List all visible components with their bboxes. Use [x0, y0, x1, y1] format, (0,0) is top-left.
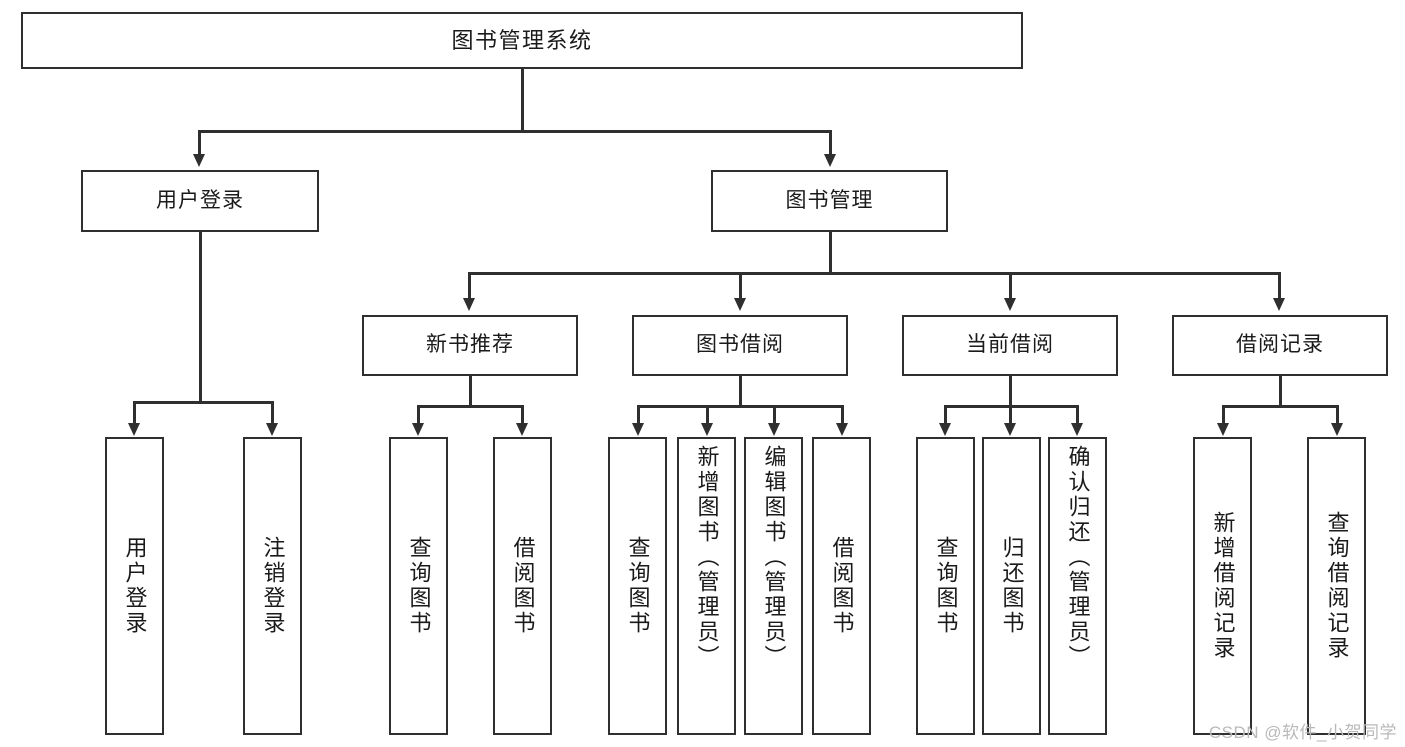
connector-bm-to-borrow-record — [1278, 272, 1281, 300]
connector-nb-to-leaf-1 — [417, 405, 420, 425]
arrow-bm-to-current-borrow — [1004, 298, 1016, 311]
connector-br-to-leaf-1 — [1222, 405, 1225, 425]
connector-book-borrow-bus — [637, 405, 843, 408]
connector-new-book-stem — [469, 376, 472, 406]
arrow-nb-to-leaf-2 — [516, 423, 528, 436]
node-label: 用户登录 — [156, 188, 244, 212]
leaf-borrow-record-add-record[interactable]: 新增借阅记录 — [1193, 437, 1252, 735]
leaf-book-borrow-add-book-admin[interactable]: 新增图书（管理员） — [677, 437, 736, 735]
arrow-bb-to-leaf-1 — [632, 423, 644, 436]
connector-cb-to-leaf-2 — [1009, 405, 1012, 425]
arrow-bb-to-leaf-2 — [701, 423, 713, 436]
leaf-book-borrow-borrow-book[interactable]: 借阅图书 — [812, 437, 871, 735]
leaf-label: 用户登录 — [122, 536, 148, 636]
connector-bb-to-leaf-1 — [637, 405, 640, 425]
arrow-user-login-to-leaf-2 — [266, 423, 278, 436]
leaf-label: 借阅图书 — [829, 536, 855, 636]
node-label: 新书推荐 — [426, 333, 514, 357]
connector-current-borrow-stem — [1009, 376, 1012, 406]
arrow-bm-to-new-book — [463, 298, 475, 311]
arrow-bm-to-borrow-record — [1273, 298, 1285, 311]
arrow-nb-to-leaf-1 — [412, 423, 424, 436]
connector-nb-to-leaf-2 — [521, 405, 524, 425]
connector-borrow-record-bus — [1222, 405, 1338, 408]
connector-bm-to-book-borrow — [739, 272, 742, 300]
leaf-borrow-record-query-record[interactable]: 查询借阅记录 — [1307, 437, 1366, 735]
connector-user-login-stem — [199, 232, 202, 403]
leaf-current-borrow-query-book[interactable]: 查询图书 — [916, 437, 975, 735]
connector-root-bus — [198, 130, 832, 133]
leaf-book-borrow-query-book[interactable]: 查询图书 — [608, 437, 667, 735]
connector-root-to-user-login — [198, 130, 201, 156]
node-label: 图书管理 — [785, 188, 874, 212]
leaf-user-login-logout[interactable]: 注销登录 — [243, 437, 302, 735]
leaf-label: 查询图书 — [933, 536, 959, 636]
node-borrow-record[interactable]: 借阅记录 — [1172, 315, 1388, 376]
node-label: 当前借阅 — [966, 333, 1054, 357]
arrow-cb-to-leaf-1 — [939, 423, 951, 436]
leaf-book-borrow-edit-book-admin[interactable]: 编辑图书（管理员） — [744, 437, 803, 735]
connector-bb-to-leaf-2 — [706, 405, 709, 425]
leaf-user-login-login[interactable]: 用户登录 — [105, 437, 164, 735]
connector-br-to-leaf-2 — [1336, 405, 1339, 425]
connector-book-management-bus — [468, 272, 1280, 275]
connector-user-login-to-leaf-2 — [271, 401, 274, 425]
arrow-cb-to-leaf-3 — [1071, 423, 1083, 436]
connector-book-borrow-stem — [739, 376, 742, 406]
connector-cb-to-leaf-1 — [944, 405, 947, 425]
connector-bb-to-leaf-4 — [841, 405, 844, 425]
leaf-label: 确认归还（管理员） — [1065, 445, 1091, 670]
leaf-current-borrow-return-book[interactable]: 归还图书 — [982, 437, 1041, 735]
leaf-new-book-borrow-book[interactable]: 借阅图书 — [493, 437, 552, 735]
node-root-book-management-system[interactable]: 图书管理系统 — [21, 12, 1023, 69]
leaf-label: 查询借阅记录 — [1324, 511, 1350, 661]
connector-root-stem — [521, 69, 524, 131]
arrow-root-to-book-management — [824, 154, 836, 167]
leaf-current-borrow-confirm-return-admin[interactable]: 确认归还（管理员） — [1048, 437, 1107, 735]
leaf-label: 注销登录 — [260, 536, 286, 636]
leaf-label: 编辑图书（管理员） — [761, 445, 787, 670]
leaf-label: 查询图书 — [625, 536, 651, 636]
leaf-new-book-query-book[interactable]: 查询图书 — [389, 437, 448, 735]
node-book-management[interactable]: 图书管理 — [711, 170, 948, 232]
arrow-bm-to-book-borrow — [734, 298, 746, 311]
connector-root-to-book-management — [829, 130, 832, 156]
arrow-br-to-leaf-2 — [1331, 423, 1343, 436]
connector-new-book-bus — [417, 405, 523, 408]
arrow-bb-to-leaf-4 — [836, 423, 848, 436]
leaf-label: 查询图书 — [406, 536, 432, 636]
connector-user-login-bus — [133, 401, 272, 404]
node-user-login[interactable]: 用户登录 — [81, 170, 319, 232]
connector-bm-to-new-book — [468, 272, 471, 300]
node-label: 图书管理系统 — [451, 27, 593, 53]
node-new-book-recommend[interactable]: 新书推荐 — [362, 315, 578, 376]
connector-bm-to-current-borrow — [1009, 272, 1012, 300]
node-label: 图书借阅 — [696, 333, 784, 357]
connector-cb-to-leaf-3 — [1076, 405, 1079, 425]
arrow-user-login-to-leaf-1 — [128, 423, 140, 436]
leaf-label: 新增借阅记录 — [1210, 511, 1236, 661]
connector-book-management-stem — [829, 232, 832, 273]
node-label: 借阅记录 — [1236, 333, 1324, 357]
node-current-borrow[interactable]: 当前借阅 — [902, 315, 1118, 376]
arrow-cb-to-leaf-2 — [1004, 423, 1016, 436]
leaf-label: 新增图书（管理员） — [694, 445, 720, 670]
arrow-br-to-leaf-1 — [1217, 423, 1229, 436]
leaf-label: 借阅图书 — [510, 536, 536, 636]
connector-borrow-record-stem — [1279, 376, 1282, 406]
node-book-borrow[interactable]: 图书借阅 — [632, 315, 848, 376]
connector-bb-to-leaf-3 — [773, 405, 776, 425]
arrow-root-to-user-login — [193, 154, 205, 167]
connector-user-login-to-leaf-1 — [133, 401, 136, 425]
arrow-bb-to-leaf-3 — [768, 423, 780, 436]
leaf-label: 归还图书 — [999, 536, 1025, 636]
